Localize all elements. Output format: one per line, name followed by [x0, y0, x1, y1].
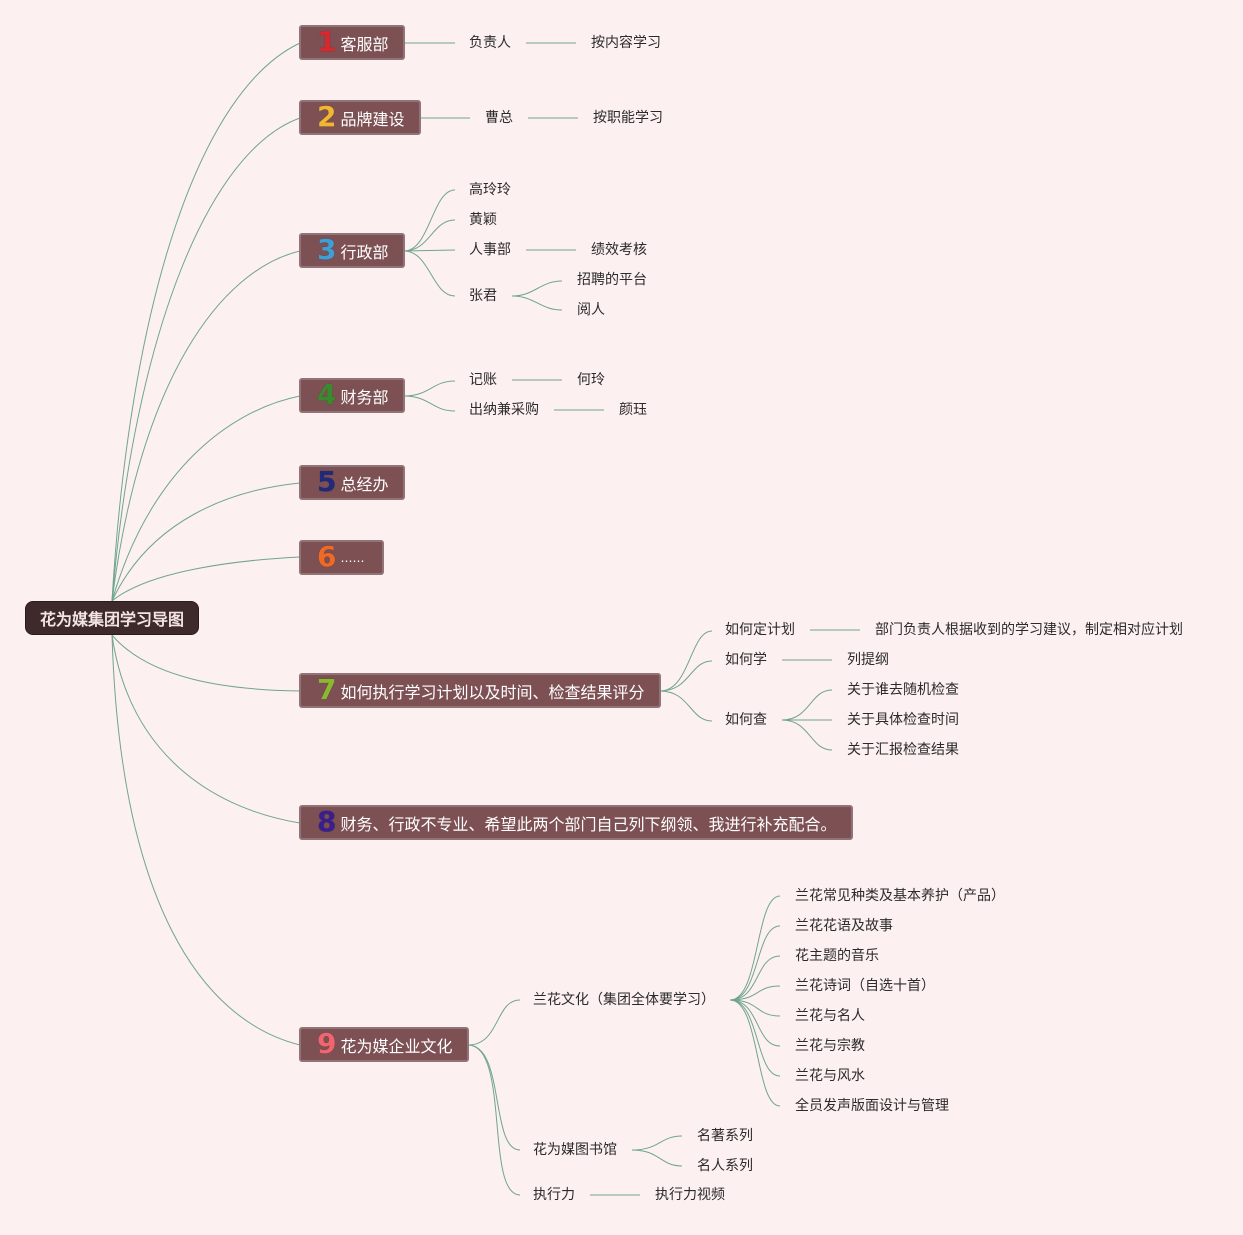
number-7-icon: 7 [317, 672, 337, 706]
leaf-cao[interactable]: 曹总 [485, 110, 513, 126]
leaf-culture-item[interactable]: 兰花与宗教 [795, 1038, 865, 1054]
leaf-huang[interactable]: 黄颖 [469, 212, 497, 228]
leaf-check-who[interactable]: 关于谁去随机检查 [847, 682, 959, 698]
number-4-icon: 4 [317, 377, 337, 411]
branch-7[interactable]: 7 如何执行学习计划以及时间、检查结果评分 [299, 673, 661, 708]
number-9-icon: 9 [317, 1026, 337, 1060]
branch-9-label: 花为媒企业文化 [340, 1036, 453, 1056]
leaf-classics[interactable]: 名著系列 [697, 1128, 753, 1144]
leaf-execution-video[interactable]: 执行力视频 [655, 1187, 725, 1203]
number-1-icon: 1 [317, 24, 337, 58]
leaf-execution[interactable]: 执行力 [533, 1187, 575, 1203]
leaf-yan[interactable]: 颜珏 [619, 402, 647, 418]
leaf-plan-detail[interactable]: 部门负责人根据收到的学习建议，制定相对应计划 [875, 622, 1183, 638]
leaf-check-time[interactable]: 关于具体检查时间 [847, 712, 959, 728]
leaf-orchid-culture[interactable]: 兰花文化（集团全体要学习） [533, 992, 715, 1008]
leaf-recruit-platform[interactable]: 招聘的平台 [577, 272, 647, 288]
leaf-how-check[interactable]: 如何查 [725, 712, 767, 728]
branch-3-label: 行政部 [340, 242, 389, 262]
root-label: 花为媒集团学习导图 [39, 610, 184, 629]
branch-6[interactable]: 6 …… [299, 540, 384, 575]
leaf-outline[interactable]: 列提纲 [847, 652, 889, 668]
branch-9[interactable]: 9 花为媒企业文化 [299, 1027, 469, 1062]
branch-5[interactable]: 5 总经办 [299, 465, 405, 500]
leaf-culture-item[interactable]: 兰花花语及故事 [795, 918, 893, 934]
leaf-how-learn[interactable]: 如何学 [725, 652, 767, 668]
branch-2-label: 品牌建设 [340, 109, 405, 129]
leaf-culture-item[interactable]: 全员发声版面设计与管理 [795, 1098, 949, 1114]
leaf-culture-item[interactable]: 兰花与风水 [795, 1068, 865, 1084]
leaf-zhang[interactable]: 张君 [469, 288, 497, 304]
leaf-hr[interactable]: 人事部 [469, 242, 511, 258]
number-6-icon: 6 [317, 539, 337, 573]
leaf-culture-item[interactable]: 兰花常见种类及基本养护（产品） [795, 888, 1005, 904]
leaf-accounting[interactable]: 记账 [469, 372, 497, 388]
number-5-icon: 5 [317, 464, 337, 498]
leaf-study-by-function[interactable]: 按职能学习 [593, 110, 663, 126]
branch-1[interactable]: 1 客服部 [299, 25, 405, 60]
root-node[interactable]: 花为媒集团学习导图 [25, 601, 199, 635]
leaf-culture-item[interactable]: 兰花诗词（自选十首） [795, 978, 935, 994]
branch-5-label: 总经办 [340, 474, 389, 494]
number-3-icon: 3 [317, 232, 337, 266]
branch-3[interactable]: 3 行政部 [299, 233, 405, 268]
branch-4[interactable]: 4 财务部 [299, 378, 405, 413]
leaf-culture-item[interactable]: 兰花与名人 [795, 1008, 865, 1024]
branch-1-label: 客服部 [340, 34, 389, 54]
number-2-icon: 2 [317, 99, 337, 133]
leaf-how-plan[interactable]: 如何定计划 [725, 622, 795, 638]
branch-6-label: …… [340, 550, 365, 565]
leaf-culture-item[interactable]: 花主题的音乐 [795, 948, 879, 964]
branch-4-label: 财务部 [340, 387, 389, 407]
leaf-library[interactable]: 花为媒图书馆 [533, 1142, 617, 1158]
leaf-celebrities[interactable]: 名人系列 [697, 1158, 753, 1174]
leaf-gao[interactable]: 高玲玲 [469, 182, 511, 198]
branch-8[interactable]: 8 财务、行政不专业、希望此两个部门自己列下纲领、我进行补充配合。 [299, 805, 853, 840]
number-8-icon: 8 [317, 804, 337, 838]
leaf-check-report[interactable]: 关于汇报检查结果 [847, 742, 959, 758]
leaf-performance[interactable]: 绩效考核 [591, 242, 647, 258]
leaf-he[interactable]: 何玲 [577, 372, 605, 388]
branch-7-label: 如何执行学习计划以及时间、检查结果评分 [340, 682, 645, 702]
leaf-read-people[interactable]: 阅人 [577, 302, 605, 318]
branch-8-label: 财务、行政不专业、希望此两个部门自己列下纲领、我进行补充配合。 [340, 814, 837, 834]
leaf-study-by-content[interactable]: 按内容学习 [591, 35, 661, 51]
leaf-cashier[interactable]: 出纳兼采购 [469, 402, 539, 418]
branch-2[interactable]: 2 品牌建设 [299, 100, 421, 135]
leaf-owner[interactable]: 负责人 [469, 35, 511, 51]
